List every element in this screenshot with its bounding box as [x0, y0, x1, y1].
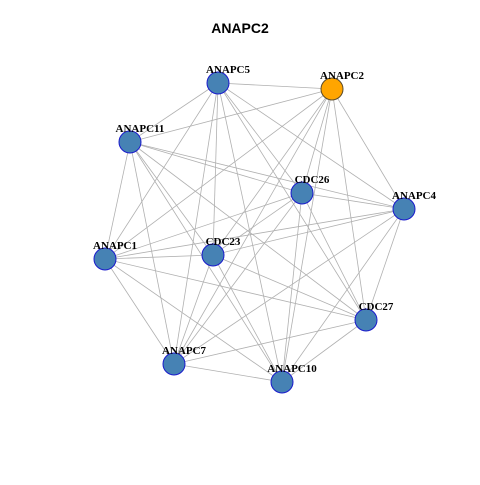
edge-anapc5-cdc27 [217, 82, 367, 321]
edge-cdc26-anapc7 [173, 192, 303, 365]
edge-anapc4-anapc1 [104, 208, 405, 260]
edge-anapc5-anapc11 [129, 82, 219, 143]
node-label-cdc26: CDC26 [295, 174, 330, 186]
edge-anapc5-anapc7 [173, 82, 219, 365]
edge-anapc2-anapc7 [173, 88, 333, 365]
node-label-anapc1: ANAPC1 [93, 240, 137, 252]
edge-anapc11-anapc7 [129, 141, 175, 365]
node-label-anapc11: ANAPC11 [116, 123, 165, 135]
node-label-cdc23: CDC23 [206, 236, 241, 248]
edge-anapc2-anapc1 [104, 88, 333, 260]
node-anapc4 [392, 197, 416, 221]
edge-anapc5-cdc26 [217, 82, 303, 194]
edge-anapc5-anapc4 [217, 82, 405, 210]
edge-anapc1-anapc10 [104, 258, 283, 383]
node-anapc1 [93, 247, 117, 271]
edge-anapc5-anapc2 [217, 82, 333, 90]
edge-anapc5-cdc23 [212, 82, 219, 256]
edge-anapc5-anapc1 [104, 82, 219, 260]
edge-cdc27-anapc10 [281, 319, 367, 383]
node-cdc26 [290, 181, 314, 205]
edge-cdc26-anapc1 [104, 192, 303, 260]
edge-anapc2-anapc10 [281, 88, 333, 383]
node-anapc2 [320, 77, 344, 101]
edge-anapc7-anapc10 [173, 363, 283, 383]
edge-cdc23-anapc7 [173, 254, 214, 365]
node-label-anapc7: ANAPC7 [162, 345, 206, 357]
node-label-cdc27: CDC27 [359, 301, 394, 313]
edge-anapc11-anapc4 [129, 141, 405, 210]
edge-anapc1-cdc27 [104, 258, 367, 321]
edge-cdc27-anapc7 [173, 319, 367, 365]
node-label-anapc10: ANAPC10 [267, 363, 317, 375]
node-layer [93, 71, 416, 394]
edge-anapc2-cdc26 [301, 88, 333, 194]
edge-cdc26-anapc4 [301, 192, 405, 210]
edge-cdc23-anapc10 [212, 254, 283, 383]
edge-cdc26-anapc10 [281, 192, 303, 383]
node-anapc5 [206, 71, 230, 95]
edge-anapc1-cdc23 [104, 254, 214, 260]
node-label-anapc2: ANAPC2 [320, 70, 364, 82]
edge-anapc11-anapc1 [104, 141, 131, 260]
node-label-anapc5: ANAPC5 [206, 64, 250, 76]
node-anapc10 [270, 370, 294, 394]
edge-cdc26-cdc23 [212, 192, 303, 256]
edge-anapc4-anapc10 [281, 208, 405, 383]
edge-anapc4-anapc7 [173, 208, 405, 365]
edge-anapc2-cdc27 [331, 88, 367, 321]
node-cdc23 [201, 243, 225, 267]
node-cdc27 [354, 308, 378, 332]
edge-anapc4-cdc27 [365, 208, 405, 321]
node-label-anapc4: ANAPC4 [392, 190, 436, 202]
edge-anapc1-anapc7 [104, 258, 175, 365]
edge-layer [104, 82, 405, 383]
edge-anapc4-cdc23 [212, 208, 405, 256]
edge-anapc2-cdc23 [212, 88, 333, 256]
node-anapc7 [162, 352, 186, 376]
edge-anapc11-cdc26 [129, 141, 303, 194]
figure-title: ANAPC2 [211, 20, 269, 36]
edge-anapc11-cdc23 [129, 141, 214, 256]
edge-anapc2-anapc11 [129, 88, 333, 143]
edge-cdc23-cdc27 [212, 254, 367, 321]
node-anapc11 [118, 130, 142, 154]
edge-anapc2-anapc4 [331, 88, 405, 210]
